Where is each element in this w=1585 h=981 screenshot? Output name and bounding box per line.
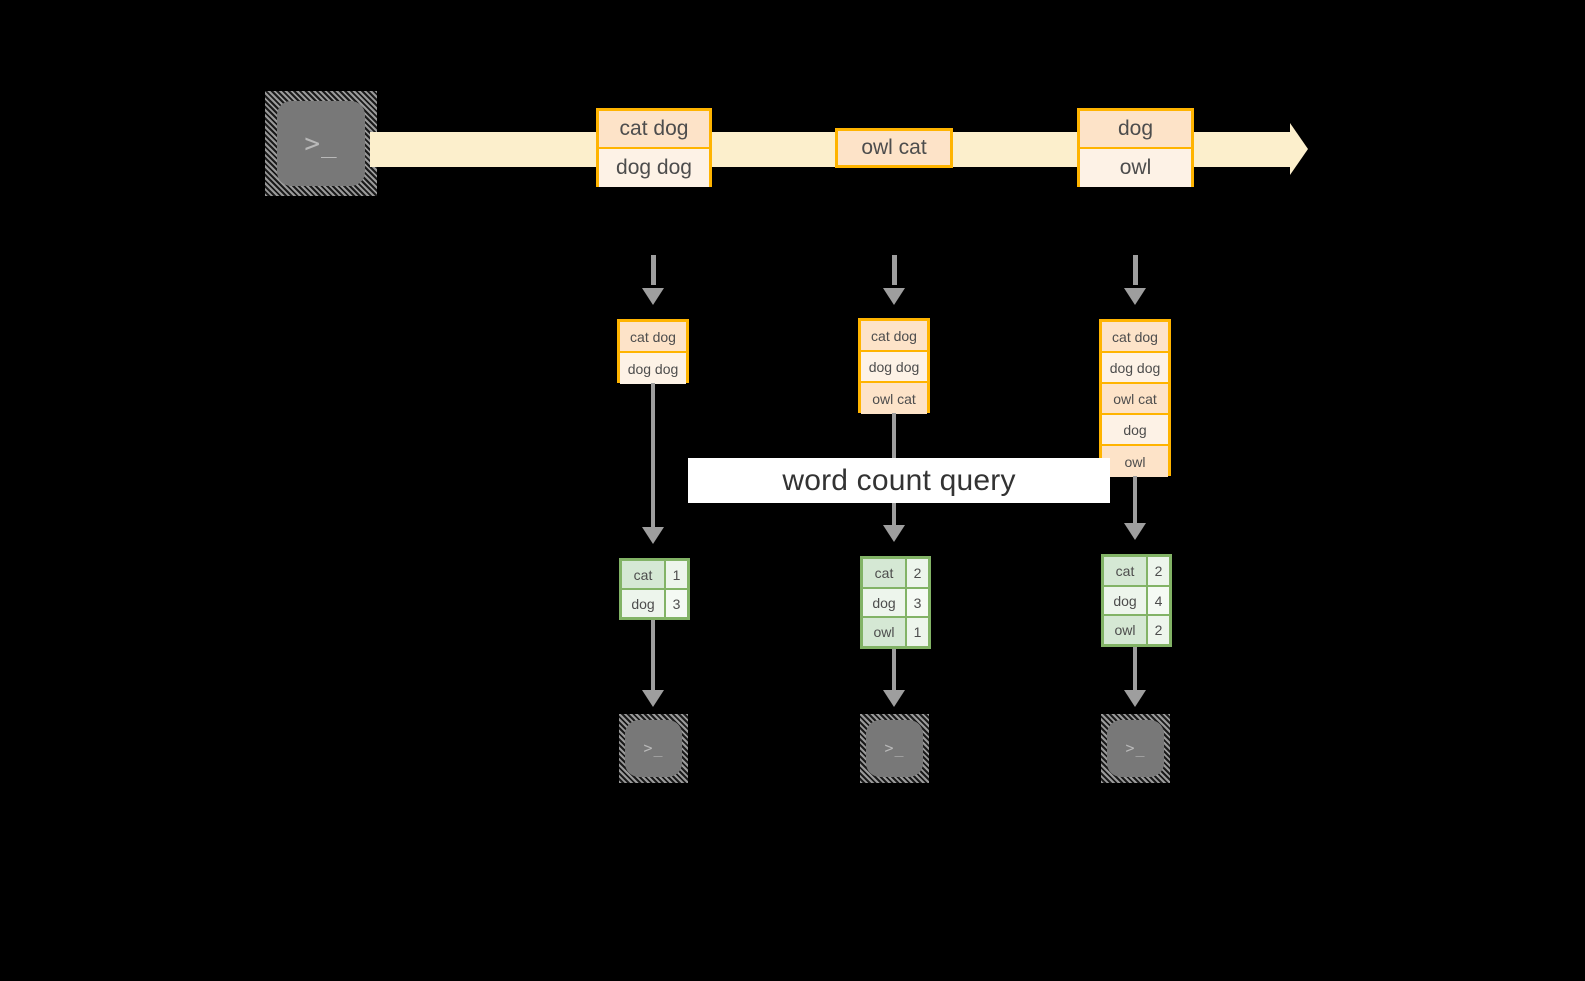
sink-connector-2 bbox=[892, 649, 896, 692]
snapshot-2-result-table[interactable]: cat 2 dog 3 owl 1 bbox=[860, 556, 931, 649]
snapshot-trigger-arrowhead-3 bbox=[1124, 288, 1146, 305]
stream-source-terminal-icon: >_ bbox=[265, 91, 377, 196]
terminal-body: >_ bbox=[866, 720, 923, 777]
snapshot-trigger-arrowhead-1 bbox=[642, 288, 664, 305]
result-count: 1 bbox=[666, 561, 687, 588]
sink-connector-arrowhead-1 bbox=[642, 690, 664, 707]
snapshot-record: dog dog bbox=[620, 353, 686, 384]
result-row: cat 1 bbox=[622, 561, 687, 590]
stream-arrow-head bbox=[1290, 123, 1308, 175]
stream-event-line: dog bbox=[1080, 111, 1191, 149]
snapshot-3-result-table[interactable]: cat 2 dog 4 owl 2 bbox=[1101, 554, 1172, 647]
query-connector-1 bbox=[651, 383, 655, 529]
query-connector-3 bbox=[1133, 476, 1137, 525]
stream-event-line: owl bbox=[1080, 149, 1191, 187]
result-count: 3 bbox=[907, 588, 928, 617]
sink-connector-arrowhead-2 bbox=[883, 690, 905, 707]
terminal-body: >_ bbox=[625, 720, 682, 777]
snapshot-record: cat dog bbox=[1102, 322, 1168, 353]
snapshot-record: owl cat bbox=[1102, 384, 1168, 415]
snapshot-3-sink-terminal-icon: >_ bbox=[1101, 714, 1170, 783]
snapshot-trigger-dash-1 bbox=[651, 255, 656, 285]
result-count: 2 bbox=[1148, 616, 1169, 645]
terminal-prompt-glyph: >_ bbox=[643, 739, 664, 757]
result-word: cat bbox=[1104, 557, 1148, 585]
result-count: 1 bbox=[907, 618, 928, 647]
query-label: word count query bbox=[688, 458, 1110, 503]
snapshot-1-result-table[interactable]: cat 1 dog 3 bbox=[619, 558, 690, 620]
query-connector-arrowhead-2 bbox=[883, 525, 905, 542]
snapshot-record: dog bbox=[1102, 415, 1168, 446]
snapshot-record: cat dog bbox=[620, 322, 686, 353]
snapshot-1-records[interactable]: cat dog dog dog bbox=[617, 319, 689, 384]
result-count: 2 bbox=[1148, 557, 1169, 585]
query-connector-arrowhead-1 bbox=[642, 527, 664, 544]
snapshot-3-records[interactable]: cat dog dog dog owl cat dog owl bbox=[1099, 319, 1171, 477]
snapshot-record: cat dog bbox=[861, 321, 927, 352]
snapshot-trigger-dash-2 bbox=[892, 255, 897, 285]
stream-event-line: cat dog bbox=[599, 111, 709, 149]
snapshot-record: dog dog bbox=[861, 352, 927, 383]
snapshot-trigger-dash-3 bbox=[1133, 255, 1138, 285]
result-word: cat bbox=[622, 561, 666, 588]
snapshot-record: owl cat bbox=[861, 383, 927, 414]
sink-connector-3 bbox=[1133, 647, 1137, 692]
stream-event-line: owl cat bbox=[838, 131, 950, 165]
result-count: 2 bbox=[907, 559, 928, 587]
stream-event-line: dog dog bbox=[599, 149, 709, 187]
sink-connector-1 bbox=[651, 620, 655, 692]
terminal-body: >_ bbox=[1107, 720, 1164, 777]
query-connector-arrowhead-3 bbox=[1124, 523, 1146, 540]
snapshot-trigger-arrowhead-2 bbox=[883, 288, 905, 305]
result-word: owl bbox=[1104, 616, 1148, 645]
terminal-prompt-glyph: >_ bbox=[304, 128, 338, 159]
result-row: owl 2 bbox=[1104, 616, 1169, 645]
sink-connector-arrowhead-3 bbox=[1124, 690, 1146, 707]
result-count: 3 bbox=[666, 590, 687, 617]
stream-event-1[interactable]: cat dog dog dog bbox=[596, 108, 712, 187]
result-word: dog bbox=[863, 588, 907, 617]
terminal-prompt-glyph: >_ bbox=[1125, 739, 1146, 757]
result-row: owl 1 bbox=[863, 618, 928, 647]
result-row: cat 2 bbox=[1104, 557, 1169, 587]
snapshot-record: owl bbox=[1102, 446, 1168, 477]
terminal-body: >_ bbox=[277, 101, 365, 186]
result-word: dog bbox=[622, 590, 666, 617]
result-count: 4 bbox=[1148, 586, 1169, 615]
stream-event-2[interactable]: owl cat bbox=[835, 128, 953, 168]
terminal-prompt-glyph: >_ bbox=[884, 739, 905, 757]
result-row: dog 3 bbox=[622, 590, 687, 617]
result-row: cat 2 bbox=[863, 559, 928, 589]
snapshot-record: dog dog bbox=[1102, 353, 1168, 384]
stream-event-3[interactable]: dog owl bbox=[1077, 108, 1194, 187]
result-row: dog 4 bbox=[1104, 586, 1169, 617]
snapshot-1-sink-terminal-icon: >_ bbox=[619, 714, 688, 783]
result-row: dog 3 bbox=[863, 588, 928, 619]
result-word: cat bbox=[863, 559, 907, 587]
snapshot-2-sink-terminal-icon: >_ bbox=[860, 714, 929, 783]
snapshot-2-records[interactable]: cat dog dog dog owl cat bbox=[858, 318, 930, 414]
result-word: owl bbox=[863, 618, 907, 647]
result-word: dog bbox=[1104, 586, 1148, 615]
